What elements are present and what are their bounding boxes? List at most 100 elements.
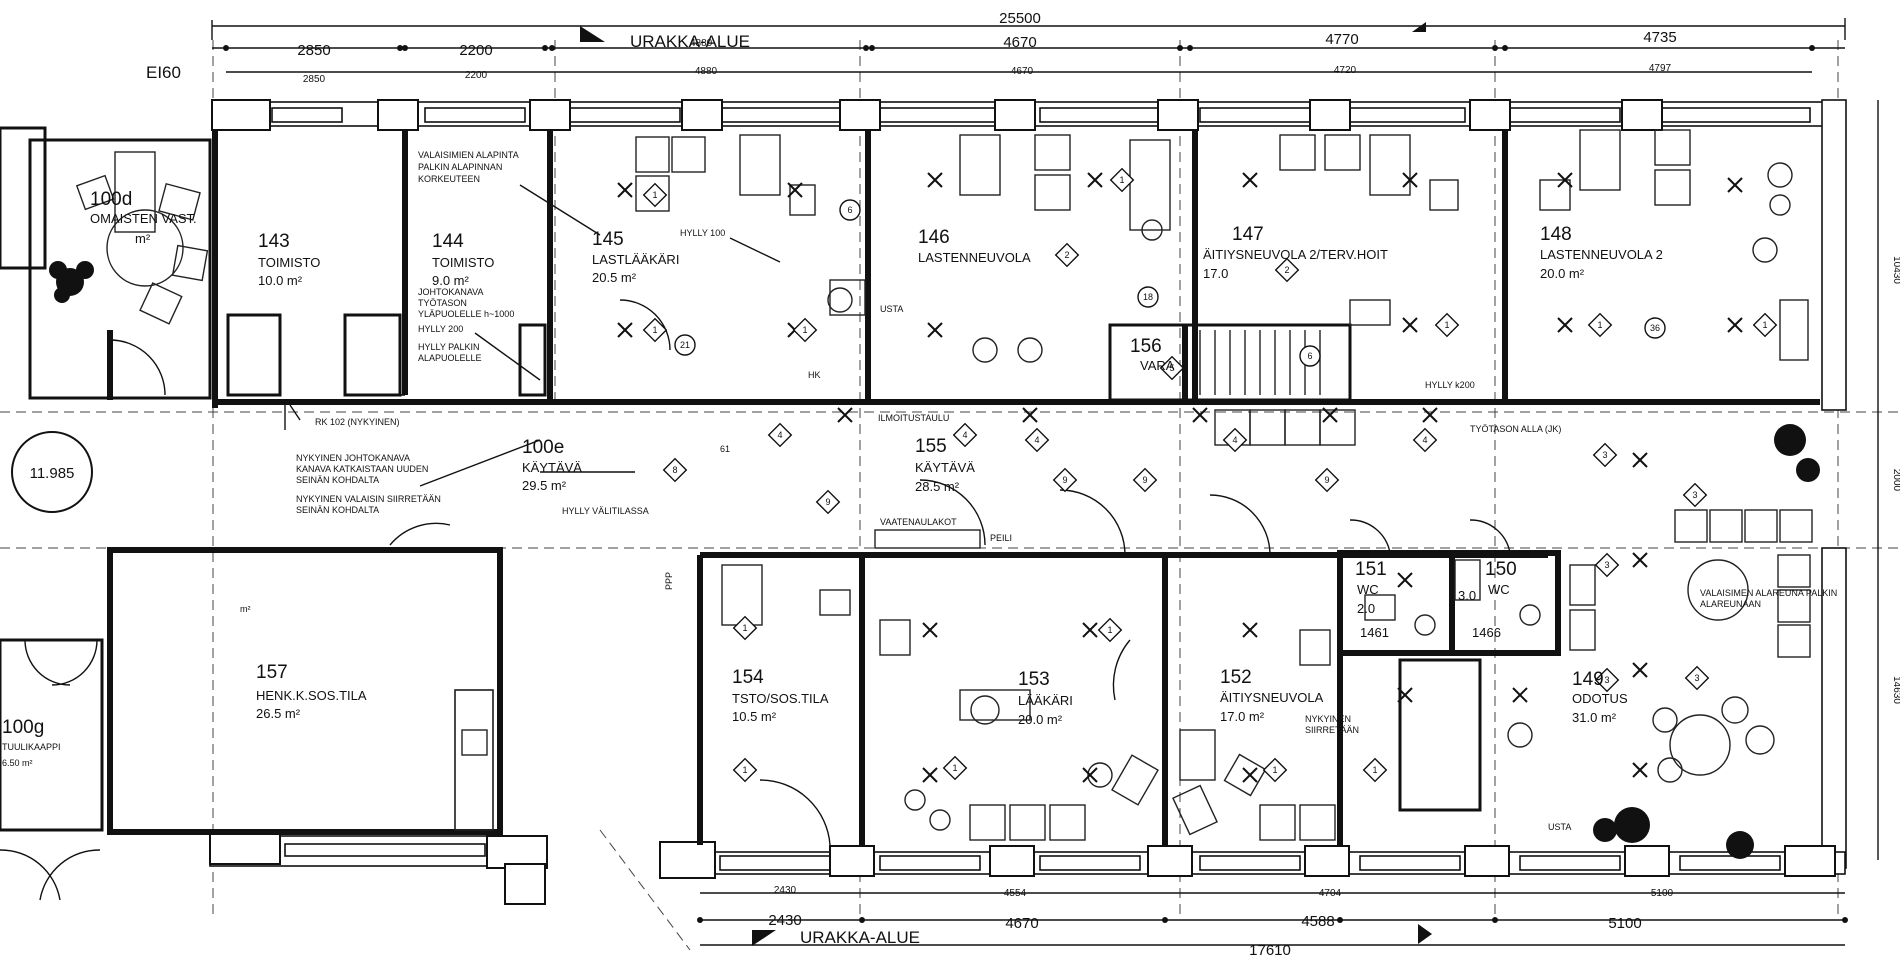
room-149-number: 149: [1572, 669, 1604, 690]
note-nyk-val-2: SEINÄN KOHDALTA: [296, 505, 379, 515]
circle-label: 18: [1143, 292, 1153, 302]
room-144-number: 144: [432, 231, 464, 252]
room-100d-name: OMAISTEN VAST.: [90, 211, 197, 226]
dim-right-1: 2000: [1891, 469, 1900, 492]
fire-class-label: EI60: [146, 63, 181, 82]
dim-top-r2-5: 4797: [1649, 63, 1672, 74]
room-153-number: 153: [1018, 669, 1050, 690]
room-155-number: 155: [915, 436, 947, 457]
room-146: 146 LASTENNEUVOLA: [918, 227, 1031, 265]
diamond-label: 3: [1604, 560, 1609, 570]
room-150: 150 WC 3.0 1466: [1458, 559, 1517, 640]
room-145-name: LASTLÄÄKÄRI: [592, 252, 679, 267]
diamond-label: 1: [1372, 765, 1377, 775]
diamond-label: 4: [1232, 435, 1237, 445]
room-153-name: LÄÄKÄRI: [1018, 693, 1073, 708]
level-marker-value: 11.985: [30, 465, 75, 482]
dim-top-r1-3: 4770: [1325, 31, 1358, 48]
note-61: 61: [720, 444, 730, 454]
room-156-number: 156: [1130, 336, 1162, 357]
note-hylly-k200: HYLLY k200: [1425, 380, 1475, 390]
room-156-name: VARA: [1140, 358, 1175, 373]
room-155-name: KÄYTÄVÄ: [915, 460, 975, 475]
room-148-number: 148: [1540, 224, 1572, 245]
room-100d-number: 100d: [90, 189, 132, 210]
dim-bottom-r2-1: 4670: [1005, 915, 1038, 932]
diamond-label: 1: [802, 325, 807, 335]
level-marker: 11.985: [11, 431, 93, 513]
room-157: 157 HENK.K.SOS.TILA 26.5 m²: [256, 662, 367, 721]
furniture: [49, 129, 1820, 859]
diamond-label: 3: [1604, 675, 1609, 685]
note-hylly-vali: HYLLY VÄLITILASSA: [562, 506, 649, 516]
luminaire-marks: [617, 172, 1743, 783]
circle-label: 6: [847, 205, 852, 215]
diamond-label: 2: [1064, 250, 1069, 260]
contract-overlap-text: 4880: [690, 38, 713, 49]
note-nyk-johto-1: NYKYINEN JOHTOKANAVA: [296, 453, 410, 463]
grid-lines: [0, 40, 1900, 951]
note-valaisimien-2: PALKIN ALAPINNAN: [418, 162, 502, 172]
room-154-name: TSTO/SOS.TILA: [732, 691, 829, 706]
room-157-name: HENK.K.SOS.TILA: [256, 688, 367, 703]
room-155: 155 KÄYTÄVÄ 28.5 m²: [915, 436, 975, 494]
diamond-symbols: 1 1 1 2 1 2 1 1 1 4 4 4 4 4 9 9 9 9 8 1 …: [642, 167, 1778, 783]
room-labels: 100d OMAISTEN VAST. m² 143 TOIMISTO 10.0…: [2, 189, 1663, 768]
note-m2: m²: [240, 604, 251, 614]
dim-top-r2-4: 4720: [1334, 65, 1357, 76]
contract-flag-bottom-right: [1418, 924, 1432, 944]
diamond-label: 1: [1597, 320, 1602, 330]
room-152: 152 ÄITIYSNEUVOLA 17.0 m²: [1220, 667, 1324, 724]
room-149-area: 31.0 m²: [1572, 710, 1617, 725]
room-149-name: ODOTUS: [1572, 691, 1628, 706]
diamond-label: 3: [1602, 450, 1607, 460]
room-147: 147 ÄITIYSNEUVOLA 2/TERV.HOIT 17.0: [1203, 224, 1388, 281]
top-dimensions: 25500 2850 2200 4670 4770 4735 URAKKA-AL…: [211, 10, 1846, 85]
room-150-number: 150: [1485, 559, 1517, 580]
room-145-area: 20.5 m²: [592, 270, 637, 285]
circle-label: 36: [1650, 323, 1660, 333]
room-152-number: 152: [1220, 667, 1252, 688]
diamond-label: 1: [1119, 175, 1124, 185]
note-nyk-siirr-2: SIIRRETÄÄN: [1305, 725, 1359, 735]
contract-flag-bottom: [752, 930, 776, 946]
dim-bottom-r2-3: 5100: [1608, 915, 1641, 932]
dim-right-0: 10430: [1891, 256, 1900, 284]
circle-label: 6: [1307, 351, 1312, 361]
dim-bottom-r1-3: 5100: [1651, 888, 1674, 899]
room-156: 156 VARA: [1130, 336, 1175, 373]
room-151: 151 WC 2.0 1461: [1355, 559, 1389, 640]
diamond-label: 5: [1169, 363, 1174, 373]
dim-top-r2-0: 2850: [303, 74, 326, 85]
room-143-number: 143: [258, 231, 290, 252]
dim-bottom-r1-2: 4704: [1319, 888, 1342, 899]
diamond-label: 4: [962, 430, 967, 440]
room-152-area: 17.0 m²: [1220, 709, 1265, 724]
room-148-area: 20.0 m²: [1540, 266, 1585, 281]
room-144: 144 TOIMISTO 9.0 m²: [432, 231, 494, 288]
room-147-area: 17.0: [1203, 266, 1228, 281]
note-hylly-palkin-2: ALAPUOLELLE: [418, 353, 482, 363]
room-100d-area: m²: [135, 231, 151, 246]
right-dimensions: 10430 2000 14630: [1877, 100, 1900, 860]
diamond-label: 2: [1284, 265, 1289, 275]
note-valaisimien-3: KORKEUTEEN: [418, 174, 480, 184]
bottom-dimensions: 2430 4554 4704 5100 2430 4670 4588 5100 …: [697, 885, 1848, 959]
diamond-label: 4: [1422, 435, 1427, 445]
room-100g-area: 6.50 m²: [2, 758, 33, 768]
dim-bottom-r1-1: 4554: [1004, 888, 1027, 899]
room-100e-name: KÄYTÄVÄ: [522, 460, 582, 475]
diamond-label: 9: [1062, 475, 1067, 485]
room-100g: 100g TUULIKAAPPI 6.50 m²: [2, 717, 61, 768]
room-100g-number: 100g: [2, 717, 44, 738]
diamond-label: 3: [1692, 490, 1697, 500]
room-147-number: 147: [1232, 224, 1264, 245]
room-100e: 100e KÄYTÄVÄ 29.5 m²: [522, 437, 582, 493]
note-hk: HK: [808, 370, 821, 380]
room-155-area: 28.5 m²: [915, 479, 960, 494]
note-nyk-val-1: NYKYINEN VALAISIN SIIRRETÄÄN: [296, 494, 441, 504]
dim-bottom-r1-0: 2430: [774, 885, 797, 896]
room-154-area: 10.5 m²: [732, 709, 777, 724]
room-151-area: 2.0: [1357, 601, 1375, 616]
